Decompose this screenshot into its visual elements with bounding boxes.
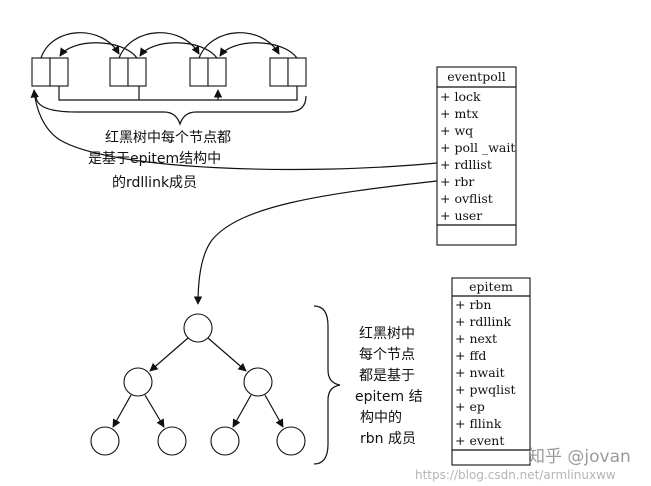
tree-note-line: 红黑树中 <box>359 326 415 342</box>
eventpoll-field: + rbr <box>440 174 474 189</box>
eventpoll-field: + poll _wait <box>440 140 515 155</box>
tree-note: 红黑树中 每个节点 都是基于 epitem 结 构中的 rbn 成员 <box>355 326 423 447</box>
list-prev-link <box>219 42 298 59</box>
tree-edge <box>149 337 189 372</box>
tree-node <box>276 426 306 456</box>
list-prev-link <box>139 42 218 59</box>
epitem-field: + fllink <box>455 416 502 431</box>
tree-edge <box>112 394 132 428</box>
list-next-link <box>40 32 120 59</box>
list-note-line: 红黑树中每个节点都 <box>105 130 231 146</box>
tree-edge <box>232 394 252 428</box>
epitem-field: + rdllink <box>455 314 511 329</box>
epitem-field: + nwait <box>455 365 505 380</box>
eventpoll-field: + mtx <box>440 106 478 121</box>
tree-node <box>90 426 120 456</box>
list-prev-link <box>59 42 138 59</box>
eventpoll-field: + lock <box>440 89 481 104</box>
list-node <box>269 57 307 87</box>
epitem-field: + next <box>455 331 497 346</box>
list-node <box>189 57 227 87</box>
eventpoll-title: eventpoll <box>447 69 505 84</box>
list-node <box>109 57 147 87</box>
epitem-field: + pwqlist <box>455 382 516 397</box>
tree-node <box>210 426 240 456</box>
watermark-url: https://blog.csdn.net/armlinuxww <box>415 468 616 482</box>
epitem-field: + rbn <box>455 297 491 312</box>
eventpoll-field: + wq <box>440 123 473 138</box>
rbtree <box>90 305 341 465</box>
list-node <box>31 57 69 87</box>
epitem-title: epitem <box>469 279 513 294</box>
tree-edge <box>264 394 284 428</box>
list-next-link <box>118 32 200 59</box>
list-note-line: 是基于epitem结构中 <box>88 150 221 167</box>
list-note-line: 的rdllink成员 <box>112 175 197 191</box>
eventpoll-fields: + lock + mtx + wq + poll _wait + rdllist + rb… <box>440 89 515 223</box>
tree-node <box>183 313 213 343</box>
watermark-brand: 知乎 @jovan <box>528 447 631 467</box>
eventpoll-struct: eventpoll + lock + mtx + wq + poll _wait + r… <box>436 66 517 246</box>
rdllist-pointer-arrow <box>30 89 438 171</box>
tree-node <box>123 367 153 397</box>
rdllist-linked-list <box>31 32 307 126</box>
list-brace <box>35 95 307 126</box>
epitem-fields: + rbn + rdllink + next + ffd + nwait + pwqlis… <box>455 297 516 448</box>
rbr-pointer-arrow <box>193 180 438 305</box>
tree-note-line: epitem 结 <box>355 389 423 405</box>
tree-node <box>157 426 187 456</box>
tree-note-line: 每个节点 <box>359 347 415 363</box>
list-next-link <box>198 32 280 59</box>
tree-note-line: rbn 成员 <box>360 431 416 447</box>
tree-edge <box>144 394 165 428</box>
epitem-field: + ffd <box>455 348 486 363</box>
epitem-field: + event <box>455 433 504 448</box>
list-note: 红黑树中每个节点都 是基于epitem结构中 的rdllink成员 <box>88 130 231 191</box>
eventpoll-field: + rdllist <box>440 157 492 172</box>
tree-note-line: 都是基于 <box>359 367 415 384</box>
epitem-struct: epitem + rbn+ rdllink+ next+ ffd+ nwait+… <box>451 277 531 466</box>
list-wrap-link <box>218 86 298 101</box>
eventpoll-field: + ovflist <box>440 191 493 206</box>
eventpoll-field: + user <box>440 208 482 223</box>
tree-node <box>243 367 273 397</box>
tree-note-line: 构中的 <box>360 410 402 426</box>
tree-edge <box>207 337 247 372</box>
epitem-field: + ep <box>455 399 485 414</box>
tree-brace <box>313 305 341 465</box>
